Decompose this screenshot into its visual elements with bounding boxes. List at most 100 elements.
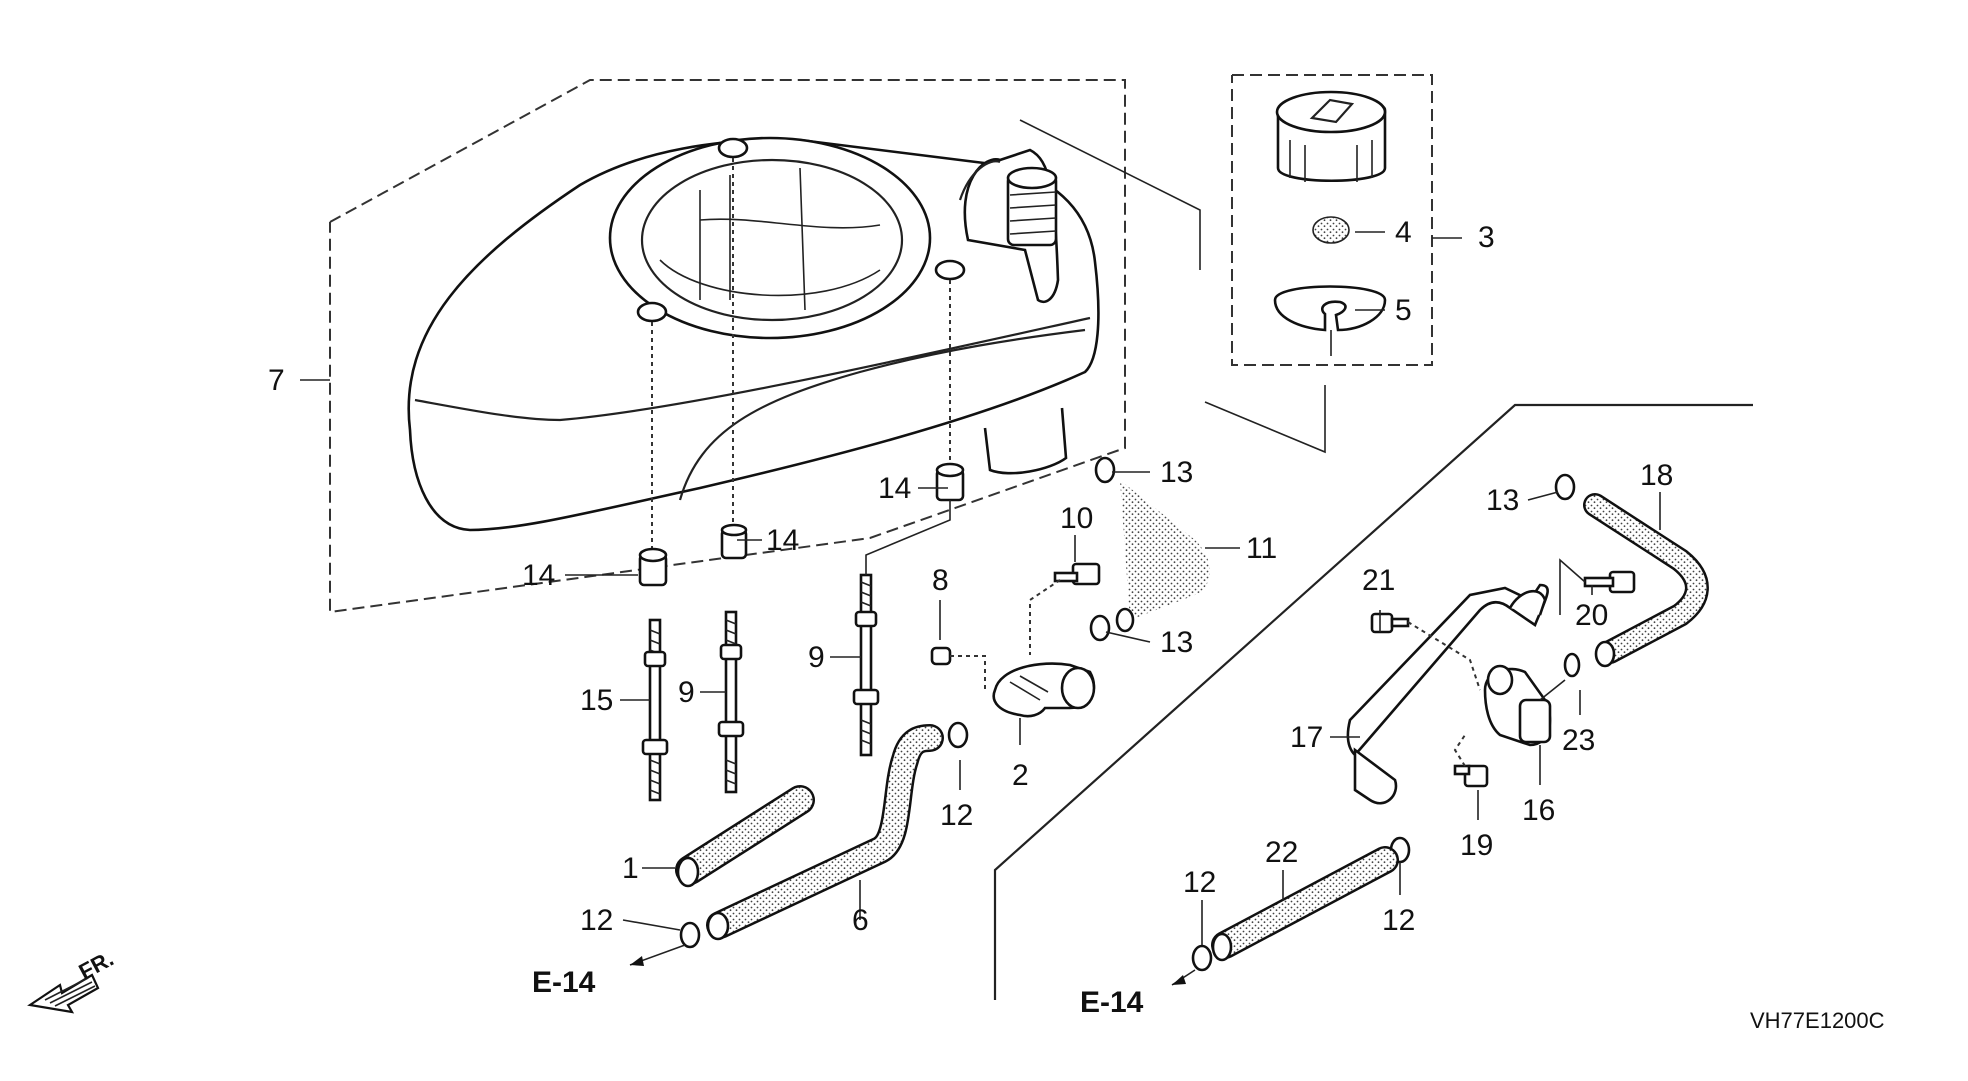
- label-1: 1: [622, 852, 639, 885]
- fuel-valve-16: [1483, 664, 1552, 747]
- fuel-hose-11: [1111, 471, 1219, 633]
- clamp-13c: [1554, 473, 1576, 501]
- tank-side-contour: [678, 328, 1086, 501]
- label-13-mid: 13: [1160, 626, 1193, 659]
- cap-filter: [1313, 217, 1349, 243]
- bolt-10: [1053, 562, 1101, 586]
- label-6: 6: [852, 904, 869, 937]
- reference-e14-left: E-14: [532, 966, 596, 999]
- label-12-left: 12: [580, 904, 613, 937]
- opening-band: [699, 218, 881, 229]
- label-3: 3: [1478, 221, 1495, 254]
- opening-ribs: [699, 167, 806, 311]
- clamp-13a: [1094, 456, 1116, 484]
- leader-lines: [300, 231, 1661, 945]
- tank-opening-ring: [608, 136, 932, 340]
- fuel-tube-1: [675, 785, 815, 888]
- tank-opening: [640, 158, 904, 322]
- front-indicator: FR.: [75, 946, 118, 985]
- clip-23-leader: [1539, 679, 1566, 701]
- diagram-code: VH77E1200C: [1750, 1008, 1885, 1033]
- clamp-12c: [1191, 944, 1213, 972]
- cap-symbol: [1309, 98, 1355, 124]
- grommet-mid: [720, 523, 748, 560]
- label-13-right: 13: [1486, 484, 1519, 517]
- label-18: 18: [1640, 459, 1673, 492]
- nut-8: [930, 646, 952, 666]
- reference-e14-right: E-14: [1080, 986, 1144, 1019]
- label-19: 19: [1460, 829, 1493, 862]
- clamp-13b: [1089, 614, 1111, 642]
- cap-gasket: [1273, 285, 1387, 332]
- tank-sump: [983, 407, 1068, 475]
- grommet-left: [638, 547, 668, 587]
- label-4: 4: [1395, 216, 1412, 249]
- bolt-20: [1583, 570, 1636, 594]
- filler-mouth: [1006, 166, 1058, 190]
- label-10: 10: [1060, 502, 1093, 535]
- fuel-cap-top: [1275, 90, 1387, 134]
- boss-right: [934, 259, 966, 281]
- label-11: 11: [1246, 532, 1277, 565]
- label-13-top: 13: [1160, 456, 1193, 489]
- section-divider: [993, 403, 1753, 1000]
- label-16: 16: [1522, 794, 1555, 827]
- label-9-left: 9: [678, 676, 695, 709]
- boss-left: [636, 301, 668, 323]
- label-12-right: 12: [1382, 904, 1415, 937]
- cap-grip: [1289, 140, 1373, 182]
- fuel-hose-18: [1583, 493, 1709, 668]
- clip-23: [1563, 652, 1581, 678]
- label-9-right: 9: [808, 641, 825, 674]
- tank-enclosure-line: [329, 79, 1126, 614]
- label-23: 23: [1562, 724, 1595, 757]
- cap-enclosure: [1231, 74, 1433, 366]
- label-17: 17: [1290, 721, 1323, 754]
- label-7: 7: [268, 364, 285, 397]
- stud-bolt-9-left: [717, 610, 745, 794]
- boss-top: [717, 137, 749, 159]
- fuel-tank: [329, 79, 1126, 614]
- label-22: 22: [1265, 836, 1298, 869]
- front-arrow-icon: [27, 973, 100, 1014]
- label-20: 20: [1575, 599, 1608, 632]
- stud-bolt-15: [641, 618, 669, 802]
- bolt-20-leader: [1559, 558, 1586, 615]
- label-14-right: 14: [878, 472, 911, 505]
- clamp-12b: [679, 921, 701, 949]
- stud-bolt-9-right: [852, 500, 951, 757]
- bolt-21: [1370, 612, 1410, 634]
- opening-inner-wall: [659, 259, 881, 297]
- cap-assembly-leader: [1204, 385, 1326, 454]
- label-2: 2: [1012, 759, 1029, 792]
- filler-thread-lines: [1009, 191, 1057, 235]
- fuel-tube-22: [1211, 846, 1399, 962]
- bolt-19-leader: [1453, 734, 1466, 767]
- label-15: 15: [580, 684, 613, 717]
- nut-leader: [950, 655, 986, 690]
- tank-ledge: [414, 316, 1091, 422]
- bolt-19: [1453, 764, 1489, 788]
- ref-arrow-left: [629, 944, 686, 966]
- ref-arrow-right: [1171, 969, 1196, 986]
- label-5: 5: [1395, 294, 1412, 327]
- label-14-left: 14: [522, 559, 555, 592]
- fuel-valve-2: [992, 662, 1096, 718]
- grommet-right: [935, 462, 965, 502]
- label-12-bottom: 12: [1183, 866, 1216, 899]
- bolt-21-leader: [1407, 621, 1481, 691]
- clamp-12a: [947, 721, 969, 749]
- grommet-leaders: [651, 158, 951, 555]
- bracket-17: [1346, 583, 1549, 805]
- cap-filter-outline: [1312, 216, 1350, 244]
- bolt-leader: [1029, 579, 1061, 655]
- fuel-hose-6: [706, 724, 944, 941]
- fuel-cap-assembly: [1231, 74, 1433, 366]
- label-21: 21: [1362, 564, 1395, 597]
- cap-to-filler-line: [1019, 119, 1201, 270]
- filler-lip: [958, 160, 1001, 201]
- label-8: 8: [932, 564, 949, 597]
- label-12-valve: 12: [940, 799, 973, 832]
- label-14-mid: 14: [766, 524, 799, 557]
